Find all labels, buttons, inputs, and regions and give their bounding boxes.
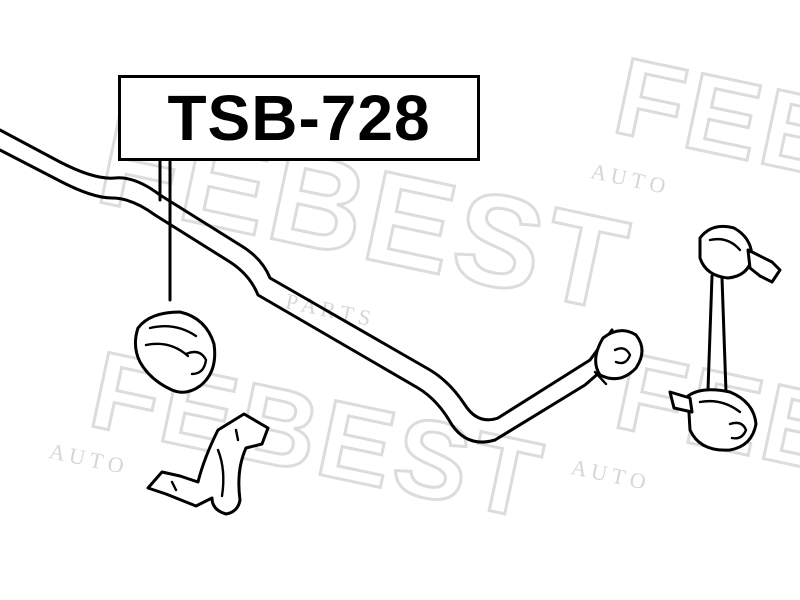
part-number-label-box: TSB-728 [118, 75, 480, 161]
mounting-bracket [146, 412, 270, 516]
stabilizer-link [668, 224, 782, 452]
part-number-label: TSB-728 [167, 82, 431, 154]
bar-end-eye [594, 329, 644, 381]
stabilizer-bar [0, 128, 644, 444]
bushing [133, 310, 217, 394]
watermark-sub-text: A U T O [569, 454, 648, 494]
